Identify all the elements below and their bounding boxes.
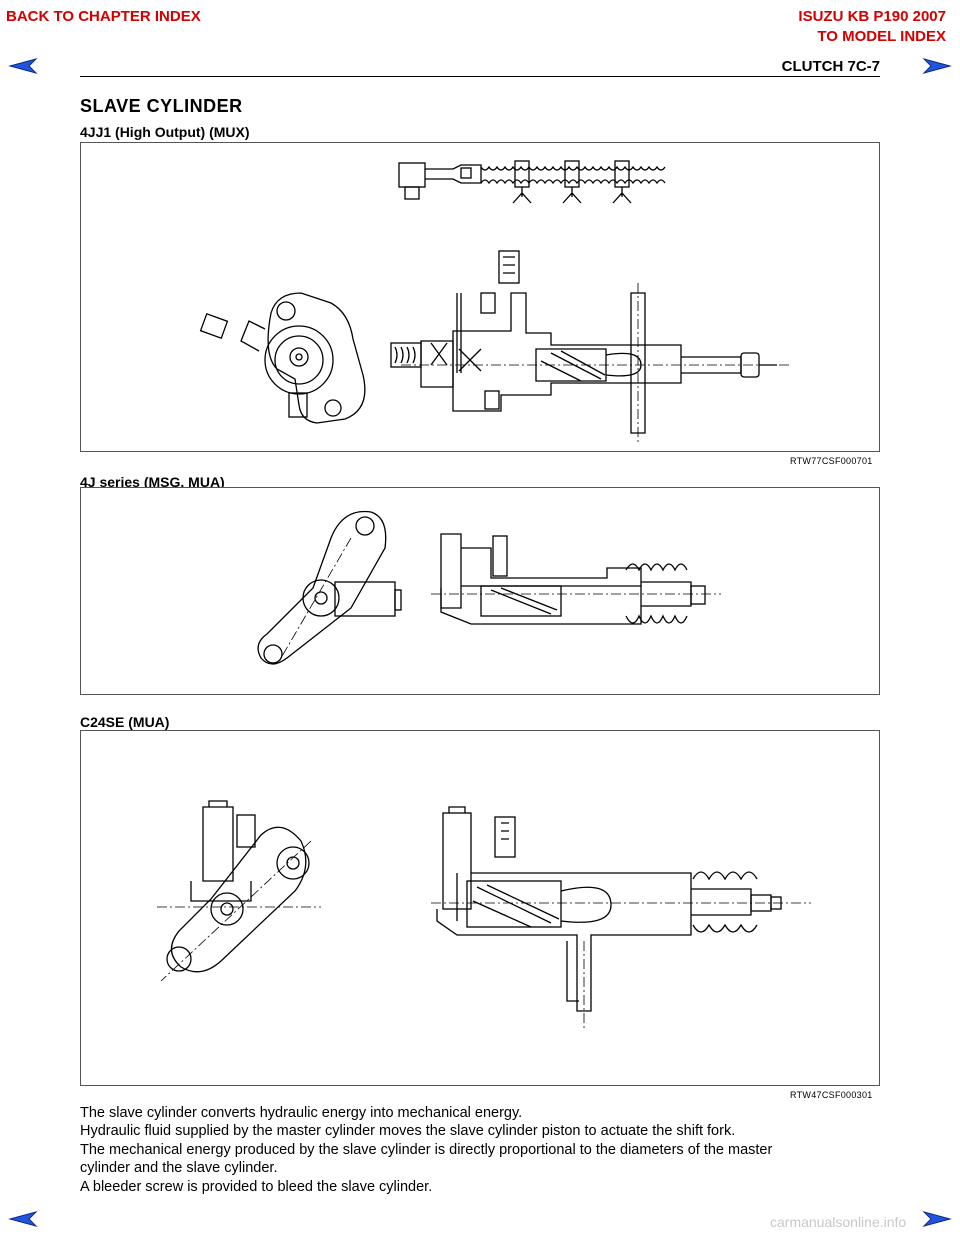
figure-2-label: 4J series (MSG, MUA): [80, 474, 225, 490]
next-page-arrow-icon[interactable]: [922, 57, 952, 75]
description-line: The mechanical energy produced by the sl…: [80, 1141, 773, 1158]
section-title: SLAVE CYLINDER: [80, 96, 243, 116]
footer-next-arrow-icon[interactable]: [922, 1210, 952, 1228]
watermark: carmanualsonline.info: [770, 1214, 907, 1230]
figure-1-code: RTW77CSF000701: [790, 456, 873, 466]
to-model-index-link[interactable]: TO MODEL INDEX: [817, 28, 946, 45]
figure-2-drawing: [257, 510, 721, 665]
back-to-chapter-index-link[interactable]: BACK TO CHAPTER INDEX: [6, 8, 201, 25]
description-line: A bleeder screw is provided to bleed the…: [80, 1178, 433, 1195]
description-line: cylinder and the slave cylinder.: [80, 1160, 278, 1177]
description-text: The slave cylinder converts hydraulic en…: [80, 1104, 880, 1196]
page-label: CLUTCH 7C-7: [781, 58, 880, 75]
figure-1-label: 4JJ1 (High Output) (MUX): [80, 124, 250, 140]
figure-2-box: [80, 487, 880, 695]
previous-page-arrow-icon[interactable]: [8, 57, 38, 75]
figure-3-code: RTW47CSF000301: [790, 1090, 873, 1100]
header-divider: [80, 76, 880, 77]
description-line: Hydraulic fluid supplied by the master c…: [80, 1123, 736, 1140]
description-line: The slave cylinder converts hydraulic en…: [80, 1105, 523, 1121]
figure-1-box: [80, 142, 880, 452]
figure-3-box: [80, 730, 880, 1086]
figure-3-label: C24SE (MUA): [80, 714, 170, 730]
figure-1-drawing: [199, 160, 791, 443]
figure-3-drawing: [157, 800, 811, 1031]
footer-previous-arrow-icon[interactable]: [8, 1210, 38, 1228]
document-title-link[interactable]: ISUZU KB P190 2007: [798, 8, 946, 25]
